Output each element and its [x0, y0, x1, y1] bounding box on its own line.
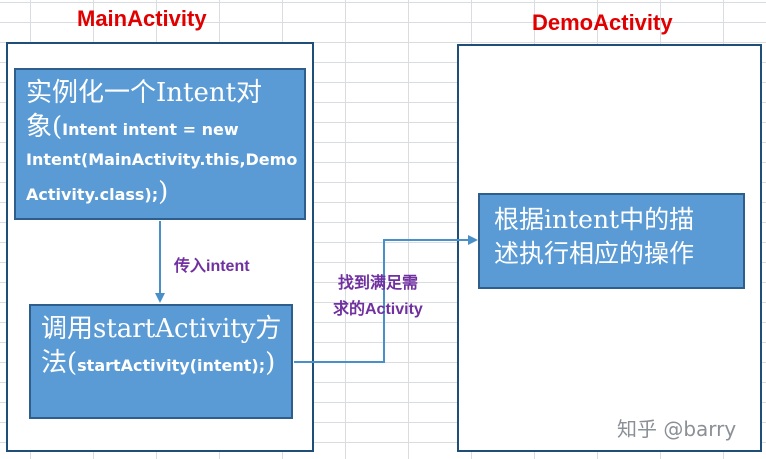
execute-intent-line1: 根据intent中的描: [494, 205, 695, 234]
start-activity-line2-prefix: 法(: [41, 348, 78, 378]
start-activity-line1: 调用startActivity方: [41, 314, 282, 344]
pass-intent-label: 传入intent: [174, 258, 250, 275]
instantiate-intent-line3-code: Intent(MainActivity.this,Demo: [26, 150, 298, 169]
execute-intent-box: 根据intent中的描 述执行相应的操作: [478, 193, 745, 289]
instantiate-intent-line4-code: Activity.class);: [26, 185, 159, 204]
instantiate-intent-box: 实例化一个Intent对 象(Intent intent = new Inten…: [14, 68, 306, 220]
start-activity-box: 调用startActivity方 法(startActivity(intent)…: [29, 304, 293, 419]
find-activity-arrow: [294, 235, 478, 363]
main-activity-title: MainActivity: [77, 6, 207, 31]
start-activity-line2-code: startActivity(intent);: [77, 356, 266, 375]
instantiate-intent-line1: 实例化一个Intent对: [26, 78, 263, 108]
instantiate-intent-line4-end: ): [158, 177, 169, 207]
execute-intent-line2: 述执行相应的操作: [494, 239, 695, 268]
demo-activity-title: DemoActivity: [532, 10, 673, 35]
instantiate-intent-line2-code: Intent intent = new: [62, 120, 239, 139]
start-activity-line2-end: ): [265, 348, 276, 378]
instantiate-intent-line2-prefix: 象(: [26, 112, 63, 142]
watermark: 知乎 @barry: [617, 417, 737, 441]
find-activity-label-line2: 求的Activity: [333, 301, 423, 318]
find-activity-label-line1: 找到满足需: [338, 275, 419, 292]
